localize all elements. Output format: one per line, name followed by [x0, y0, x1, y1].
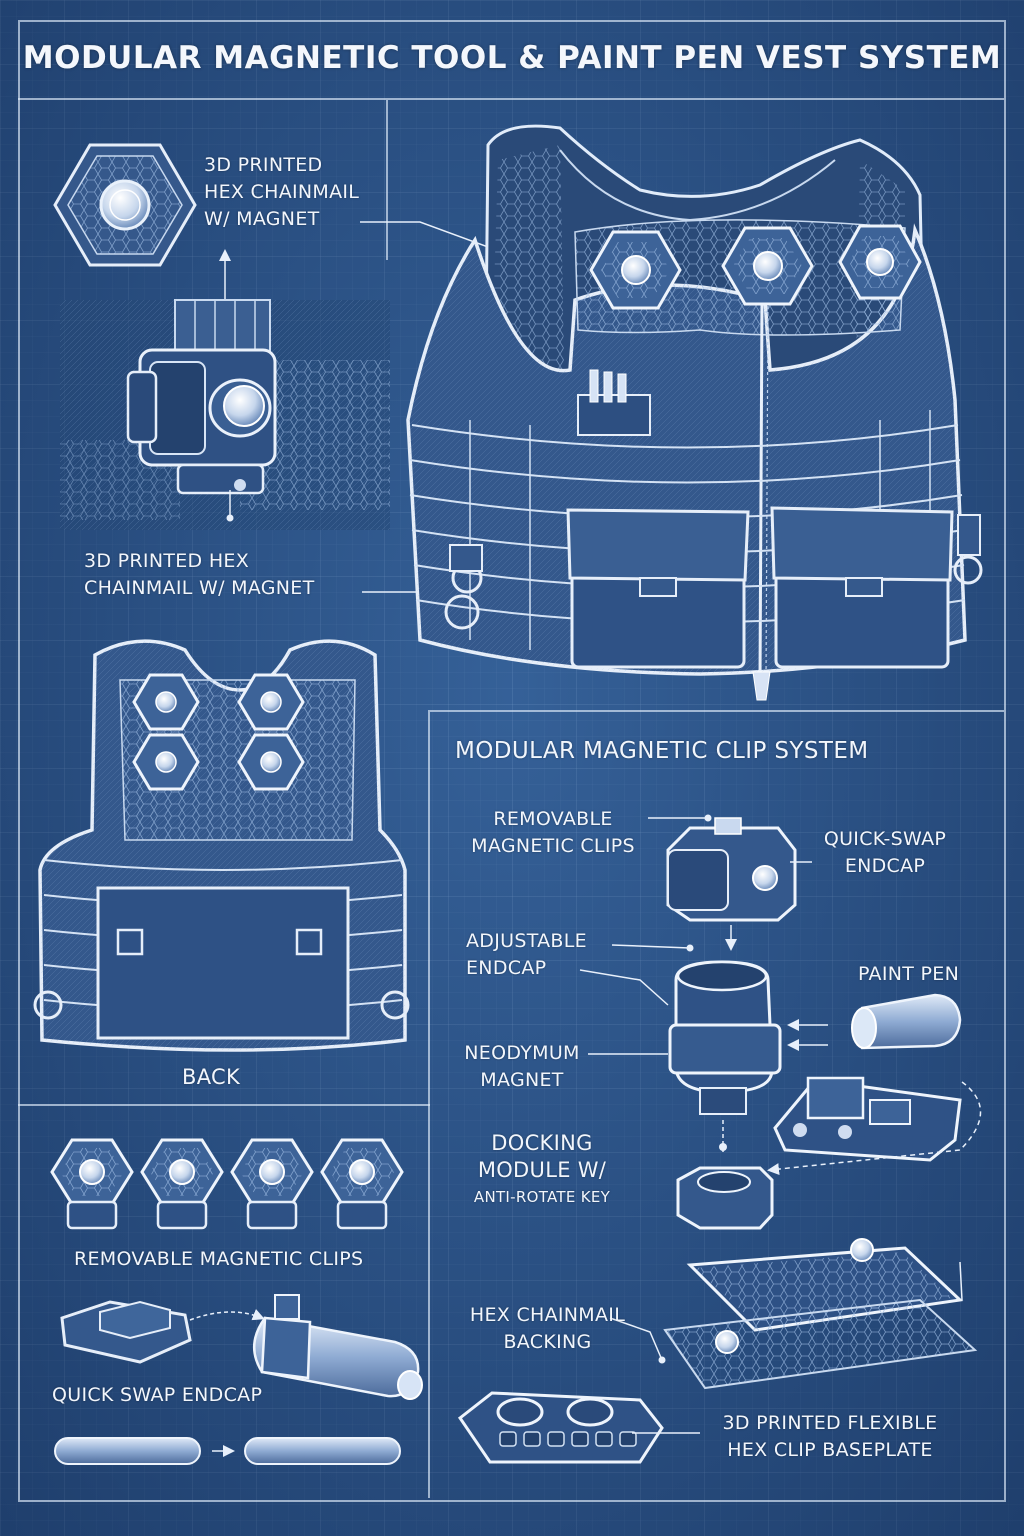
back-vest-illustration: [33, 639, 410, 1052]
clip-system-leader-lines: [579, 817, 812, 1434]
quick-swap-endcap-label-line1: QUICK-SWAP: [823, 828, 947, 850]
hex-chainmail-label-line1: 3D PRINTED: [204, 154, 323, 176]
clip-system-exploded-view: [457, 817, 982, 1464]
hex-label-leader: [360, 221, 519, 259]
adjustable-endcap-label: ADJUSTABLE ENDCAP: [466, 928, 587, 982]
bottom-left-panel-right: [428, 712, 430, 1498]
removable-clips-label-line2: MAGNETIC CLIPS: [471, 835, 635, 857]
neodymium-magnet-label: NEODYMUM MAGNET: [452, 1040, 592, 1094]
quick-swap-endcap-label: QUICK-SWAP ENDCAP: [810, 826, 960, 880]
bottom-pens-illustration: [54, 1437, 401, 1465]
neodymium-magnet-label-line2: MAGNET: [480, 1069, 564, 1091]
mount-magnet-label: 3D PRINTED HEX CHAINMAIL W/ MAGNET: [84, 548, 315, 602]
removable-clips-caption: REMOVABLE MAGNETIC CLIPS: [74, 1248, 364, 1270]
front-vest-illustration: [406, 124, 983, 701]
flexible-baseplate-label: 3D PRINTED FLEXIBLE HEX CLIP BASEPLATE: [700, 1410, 960, 1464]
hex-chainmail-label-line3: W/ MAGNET: [204, 208, 320, 230]
docking-module-label: DOCKING MODULE W/ ANTI-ROTATE KEY: [452, 1130, 632, 1211]
quick-swap-endcap-caption: QUICK SWAP ENDCAP: [52, 1384, 263, 1406]
docking-module-label-line3: ANTI-ROTATE KEY: [473, 1188, 611, 1206]
title-divider: [18, 98, 1004, 100]
removable-clips-row: [50, 1138, 404, 1230]
hex-tile-illustration: [53, 143, 197, 267]
flexible-baseplate-label-line1: 3D PRINTED FLEXIBLE: [722, 1412, 938, 1434]
bottom-left-panel-top: [18, 1104, 430, 1106]
hex-chainmail-label-line2: HEX CHAINMAIL: [204, 181, 360, 203]
quick-swap-endcap-label-line2: ENDCAP: [844, 855, 926, 877]
adjustable-endcap-label-line1: ADJUSTABLE: [466, 930, 587, 952]
removable-clips-label-line1: REMOVABLE: [493, 808, 613, 830]
clip-system-heading: MODULAR MAGNETIC CLIP SYSTEM: [455, 738, 869, 764]
hex-chainmail-label: 3D PRINTED HEX CHAINMAIL W/ MAGNET: [204, 152, 359, 233]
clip-panel-top: [428, 710, 1004, 712]
magnet-mount-illustration: [60, 299, 390, 530]
quick-swap-endcap-illustration: [60, 1294, 423, 1400]
hex-chainmail-backing-label-line1: HEX CHAINMAIL: [469, 1304, 626, 1326]
outer-frame: [18, 20, 1006, 1502]
top-left-panel-divider: [386, 100, 388, 260]
back-view-label: BACK: [182, 1065, 241, 1089]
mount-pointer-dot: [226, 514, 234, 522]
page-title: MODULAR MAGNETIC TOOL & PAINT PEN VEST S…: [22, 40, 1002, 76]
neodymium-magnet-label-line1: NEODYMUM: [464, 1042, 580, 1064]
docking-module-label-line2: MODULE W/: [477, 1158, 607, 1182]
mount-magnet-label-line2: CHAINMAIL W/ MAGNET: [84, 577, 315, 599]
paint-pen-label: PAINT PEN: [858, 963, 960, 985]
removable-clips-label: REMOVABLE MAGNETIC CLIPS: [458, 806, 648, 860]
hex-chainmail-backing-label-line2: BACKING: [503, 1331, 592, 1353]
mount-magnet-label-line1: 3D PRINTED HEX: [84, 550, 250, 572]
docking-module-label-line1: DOCKING: [491, 1131, 593, 1155]
flexible-baseplate-label-line2: HEX CLIP BASEPLATE: [727, 1439, 933, 1461]
hex-chainmail-backing-label: HEX CHAINMAIL BACKING: [450, 1302, 645, 1356]
adjustable-endcap-label-line2: ENDCAP: [466, 957, 547, 979]
